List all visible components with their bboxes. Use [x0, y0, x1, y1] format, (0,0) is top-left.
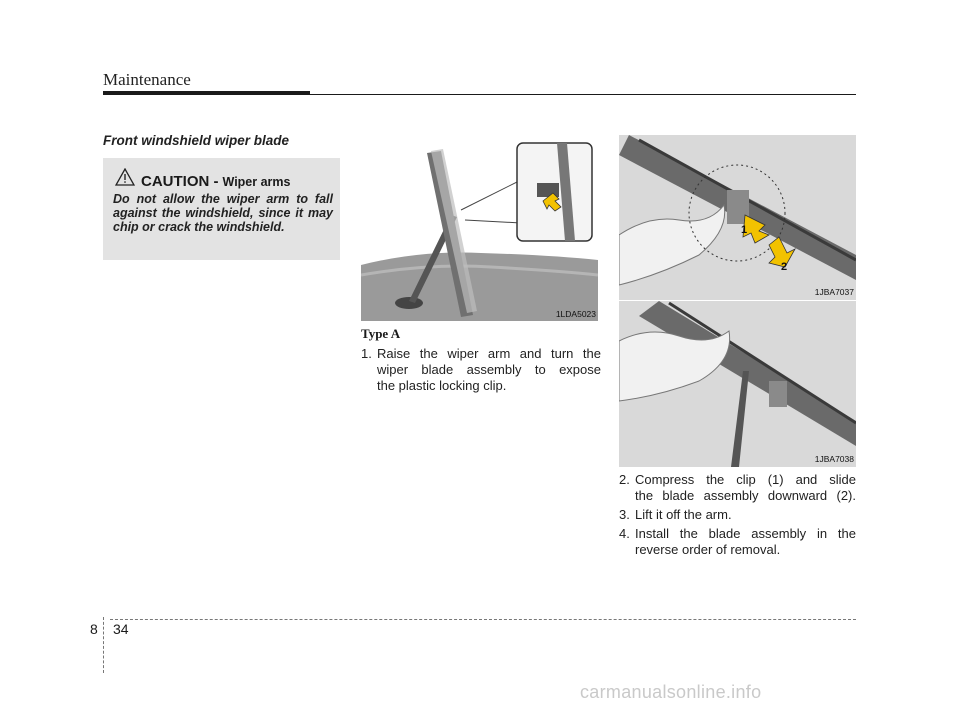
step-4: 4. Install the blade assembly in the rev…: [619, 526, 856, 558]
caution-label: CAUTION -: [141, 173, 219, 190]
section-title: Front windshield wiper blade: [103, 133, 290, 148]
figure-code: 1LDA5023: [555, 309, 596, 319]
step-text: the plastic locking clip.: [377, 378, 507, 393]
footer-divider: [103, 617, 105, 673]
figure-wiper-arm-raised: 1LDA5023: [361, 135, 598, 321]
header-rule-accent: [103, 91, 310, 95]
callout-1: 1: [741, 224, 747, 236]
watermark: carmanualsonline.info: [580, 682, 762, 702]
step-text: Compress the clip (1) and slide: [635, 472, 856, 487]
caution-box: CAUTION - Wiper arms Do not allow the wi…: [103, 158, 340, 260]
figure-code: 1JBA7037: [814, 287, 854, 297]
warning-triangle-icon: [115, 168, 135, 186]
step-text: wiper blade assembly to expose: [377, 362, 601, 377]
header-rule: [103, 94, 856, 95]
caution-heading: CAUTION - Wiper arms: [115, 168, 290, 190]
step-3: 3. Lift it off the arm.: [619, 507, 856, 523]
step-2: 2. Compress the clip (1) and slide the b…: [619, 472, 856, 504]
figure-lift-blade: 1JBA7038: [619, 301, 856, 467]
step-number: 1.: [361, 346, 372, 361]
step-number: 2.: [619, 472, 630, 487]
footer-rule: [110, 619, 856, 621]
page-number: 34: [113, 621, 129, 637]
figure-code: 1JBA7038: [814, 454, 854, 464]
chapter-number: 8: [90, 621, 98, 637]
compress-clip-illustration: 1 2: [619, 135, 856, 300]
lift-blade-illustration: [619, 301, 856, 467]
wiper-arm-illustration: [361, 135, 598, 321]
step-text: reverse order of removal.: [635, 542, 781, 557]
step-text: the blade assembly downward (2).: [635, 488, 856, 503]
step-1: 1. Raise the wiper arm and turn the wipe…: [361, 346, 601, 394]
caution-text: Do not allow the wiper arm to fall again…: [113, 192, 333, 234]
step-text: Lift it off the arm.: [635, 507, 732, 522]
step-text: Raise the wiper arm and turn the: [377, 346, 601, 361]
figure-compress-clip: 1 2 1JBA7037: [619, 135, 856, 300]
step-text: Install the blade assembly in the: [635, 526, 856, 541]
caution-topic: Wiper arms: [222, 175, 291, 189]
type-a-label: Type A: [361, 326, 401, 341]
step-number: 4.: [619, 526, 630, 541]
page-header-title: Maintenance: [103, 70, 191, 89]
step-number: 3.: [619, 507, 630, 522]
callout-2: 2: [781, 261, 787, 273]
